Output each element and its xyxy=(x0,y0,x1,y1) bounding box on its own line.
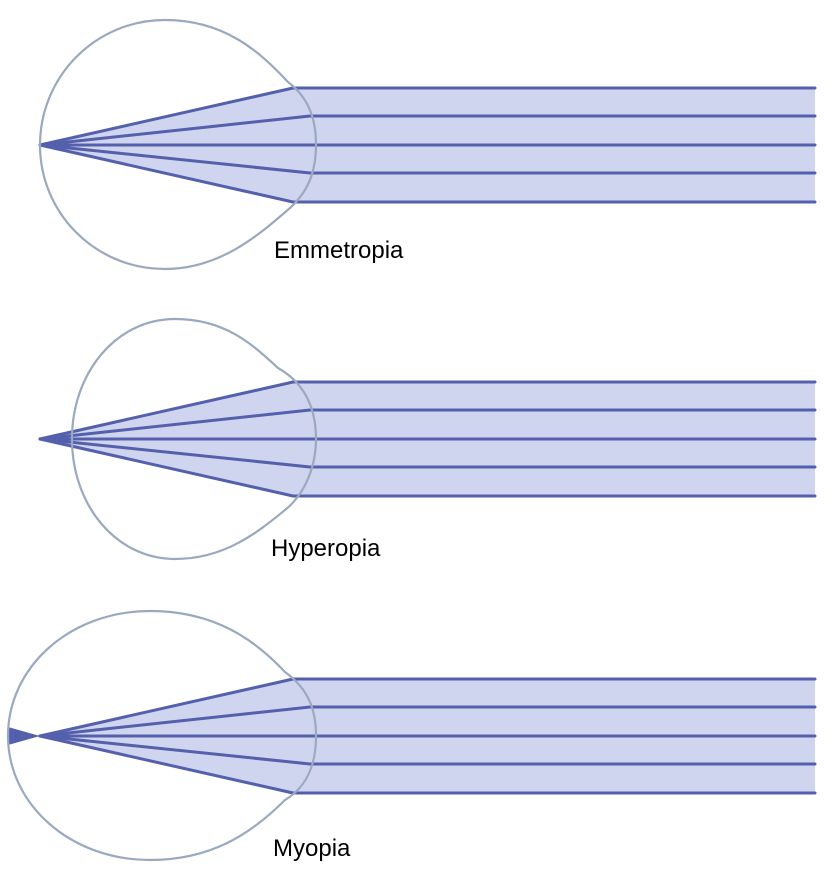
panel-label: Emmetropia xyxy=(274,237,404,264)
light-ray-1 xyxy=(38,86,817,147)
panel-emmetropia: Emmetropia xyxy=(38,18,817,271)
light-ray-4 xyxy=(38,143,817,175)
panel-myopia: Myopia xyxy=(6,609,817,862)
eye-outline xyxy=(70,317,318,561)
light-rays xyxy=(38,380,817,498)
light-ray-1 xyxy=(38,380,817,441)
eye-outline xyxy=(38,18,318,271)
light-ray-2 xyxy=(38,114,817,147)
panel-label: Myopia xyxy=(273,835,351,862)
light-ray-5 xyxy=(38,437,817,498)
diverging-ray-tip xyxy=(8,727,40,745)
light-rays xyxy=(38,86,817,204)
panel-hyperopia: Hyperopia xyxy=(38,317,817,562)
light-ray-4 xyxy=(38,734,817,766)
eye-outline xyxy=(6,609,318,862)
light-ray-2 xyxy=(38,408,817,441)
panel-label: Hyperopia xyxy=(271,535,381,562)
light-ray-4 xyxy=(38,437,817,469)
light-ray-5 xyxy=(38,143,817,204)
light-ray-2 xyxy=(38,705,817,738)
